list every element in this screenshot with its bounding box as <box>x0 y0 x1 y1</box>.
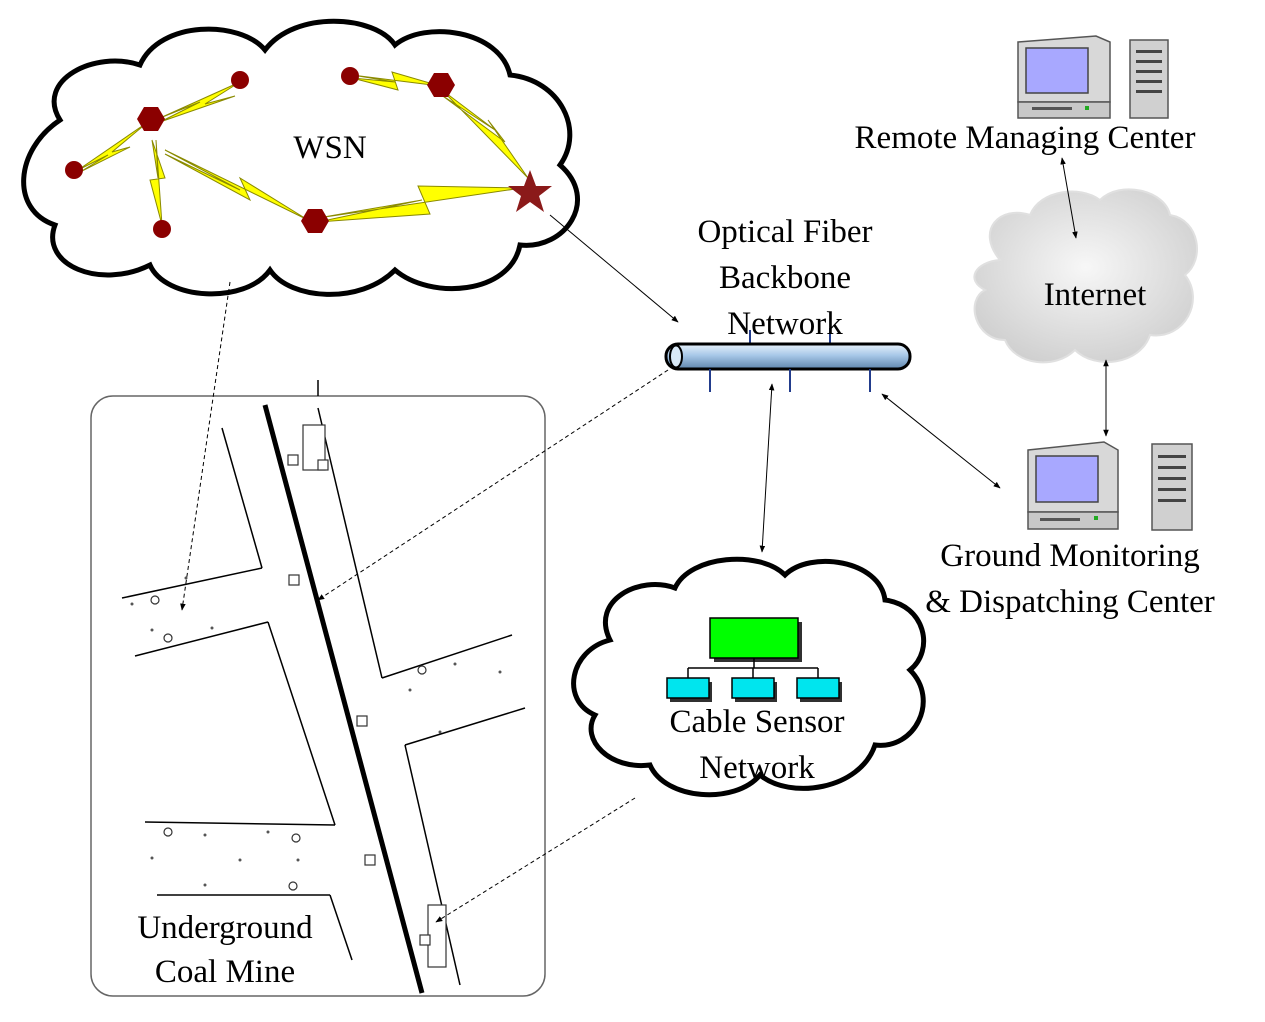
backbone-cable-network-arrow <box>759 383 775 553</box>
mine-sensors <box>150 424 447 968</box>
computer-icon <box>1017 35 1111 119</box>
ground-center-label-line1: Ground Monitoring <box>940 538 1199 574</box>
sensor-node-icon <box>427 73 455 97</box>
fiber-backbone: Optical Fiber Backbone Network <box>664 214 912 392</box>
sensor-node-icon <box>301 209 329 233</box>
backbone-to-mine-link <box>317 369 669 601</box>
tree-network-icon <box>666 617 842 702</box>
server-tower-icon <box>1129 39 1169 119</box>
ground-center-label-line2: & Dispatching Center <box>925 584 1215 620</box>
sensor-node-icon <box>153 220 171 238</box>
mine-label-line2: Coal Mine <box>155 954 295 990</box>
sensor-node-icon <box>65 161 83 179</box>
backbone-ground-center-arrow <box>881 393 1001 489</box>
mine-tunnels <box>121 380 526 986</box>
underground-coal-mine: Underground Coal Mine <box>90 380 546 997</box>
ground-monitoring-center: Ground Monitoring & Dispatching Center <box>925 441 1215 620</box>
sensor-node-icon <box>137 107 165 131</box>
cable-network-label-line1: Cable Sensor <box>669 704 844 740</box>
internet-label: Internet <box>1044 277 1147 313</box>
internet-cloud: Internet <box>973 188 1198 364</box>
main-cable <box>262 404 425 994</box>
cloud-icon <box>973 188 1198 364</box>
sensor-node-icon <box>341 67 359 85</box>
sink-star-icon <box>508 170 552 212</box>
cable-network-to-mine-link <box>435 797 636 923</box>
wsn-to-backbone-arrow <box>549 214 679 323</box>
wsn-to-mine-link <box>180 281 231 611</box>
backbone-label-line3: Network <box>727 306 843 342</box>
computer-icon <box>1027 441 1119 530</box>
backbone-label-line1: Optical Fiber <box>697 214 872 250</box>
sensor-node-icon <box>231 71 249 89</box>
mine-label-line1: Underground <box>137 910 313 946</box>
sensor-nodes <box>65 67 455 238</box>
cloud-icon <box>571 556 927 798</box>
mine-frame <box>90 395 546 997</box>
remote-center-internet-arrow <box>1060 157 1078 239</box>
cable-sensor-network: Cable Sensor Network <box>571 556 927 798</box>
remote-managing-center: Remote Managing Center <box>855 35 1196 156</box>
connectors <box>180 157 1109 923</box>
wsn-cloud: WSN <box>21 18 580 297</box>
cable-network-label-line2: Network <box>699 750 815 786</box>
remote-center-label: Remote Managing Center <box>855 120 1196 156</box>
server-tower-icon <box>1151 443 1193 531</box>
fiber-pipe-icon <box>664 328 912 392</box>
backbone-label-line2: Backbone <box>719 260 851 296</box>
coal-dust-dots <box>130 576 502 887</box>
wsn-label: WSN <box>293 130 367 166</box>
